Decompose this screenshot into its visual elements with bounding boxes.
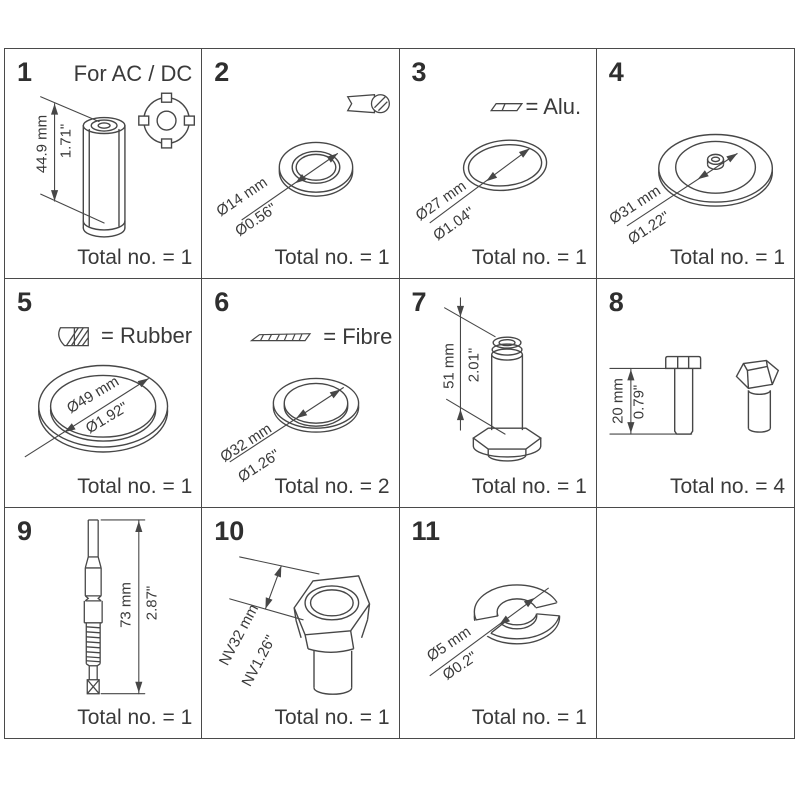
rubber-section-icon (58, 326, 89, 346)
part-cell-6: 6 = Fibre Ø32 mm Ø1.26" Total no. = 2 (202, 278, 400, 509)
part-number: 3 (411, 57, 427, 87)
washer-drawing (241, 94, 391, 221)
part-cell-5: 5 = Rubber Ø49 mm Ø1.92" Total no. = 1 (5, 278, 203, 509)
part-number: 5 (17, 286, 33, 317)
total-count: Total no. = 1 (274, 706, 390, 729)
dimension-label-inch: 2.87" (143, 586, 161, 621)
part-cell-12-empty (597, 508, 794, 738)
steel-washer-side-icon (346, 94, 391, 114)
total-count: Total no. = 1 (274, 245, 390, 269)
fibre-strip-icon (250, 332, 312, 341)
part-number: 1 (17, 57, 33, 87)
part-cell-4: 4 Ø31 mm Ø1.22" Total no. = 1 (596, 49, 794, 279)
bolts-drawing (609, 355, 779, 435)
part-number: 2 (214, 57, 230, 87)
part-cell-8: 8 20 mm 0.79" Total no. = 4 (596, 279, 794, 509)
material-label: = Alu. (525, 94, 582, 119)
armature-tube-drawing (443, 296, 542, 462)
gasket-drawing (428, 103, 547, 224)
material-label: = Fibre (323, 323, 393, 349)
total-count: Total no. = 1 (670, 245, 785, 269)
total-count: Total no. = 1 (77, 475, 193, 499)
armature-end-view-icon (138, 92, 196, 149)
part-cell-9: 9 73 mm 2.87" Total no. = 1 (5, 508, 203, 738)
part-cell-11: 11 Ø5 mm Ø0.2" Total no. = 1 (400, 508, 597, 738)
total-count: Total no. = 2 (274, 475, 390, 499)
part-number: 11 (411, 516, 441, 547)
hex-plug-drawing (229, 556, 371, 696)
armature-drawing (40, 92, 196, 238)
part-cell-10: 10 NV32 mm NV1.26" Total no. = 1 (202, 508, 400, 738)
total-count: Total no. = 1 (77, 706, 193, 729)
fibre-ring-drawing (229, 332, 360, 463)
spindle-drawing (83, 519, 146, 695)
dimension-label-mm: 51 mm (440, 342, 457, 389)
header-label: For AC / DC (73, 61, 193, 86)
part-number: 7 (411, 286, 427, 317)
dimension-label-inch: 2.01" (465, 347, 482, 382)
diaphragm-drawing (626, 133, 773, 227)
material-label: = Rubber (101, 322, 193, 348)
o-ring-drawing (24, 326, 169, 458)
dimension-label-inch: 0.79" (630, 384, 648, 419)
parts-grid: 1 For AC / DC 44.9 mm 1.71" Total no. = … (4, 48, 795, 739)
part-number: 8 (608, 286, 624, 317)
dimension-label-mm: 20 mm (609, 377, 627, 424)
clip-washer-drawing (428, 584, 575, 677)
total-count: Total no. = 4 (670, 475, 785, 499)
total-count: Total no. = 1 (471, 475, 587, 499)
part-cell-7: 7 51 mm 2.01" Total no. = 1 (399, 278, 597, 509)
total-count: Total no. = 1 (77, 245, 193, 269)
dimension-label-mm: 73 mm (117, 582, 135, 629)
part-number: 10 (214, 516, 245, 547)
total-count: Total no. = 1 (471, 245, 587, 269)
part-number: 9 (17, 516, 33, 547)
part-cell-1: 1 For AC / DC 44.9 mm 1.71" Total no. = … (5, 49, 203, 279)
alu-gasket-side-icon (489, 103, 523, 112)
part-number: 4 (608, 57, 624, 87)
dimension-label-inch: 1.71" (57, 123, 75, 159)
part-cell-2: 2 Ø14 mm Ø0.56" Total no. = 1 (202, 49, 400, 279)
total-count: Total no. = 1 (471, 706, 587, 729)
dimension-label-mm: 44.9 mm (33, 114, 51, 174)
part-cell-3: 3 = Alu. Ø27 mm Ø1.04" Total no. = 1 (399, 49, 597, 279)
part-number: 6 (214, 286, 230, 317)
